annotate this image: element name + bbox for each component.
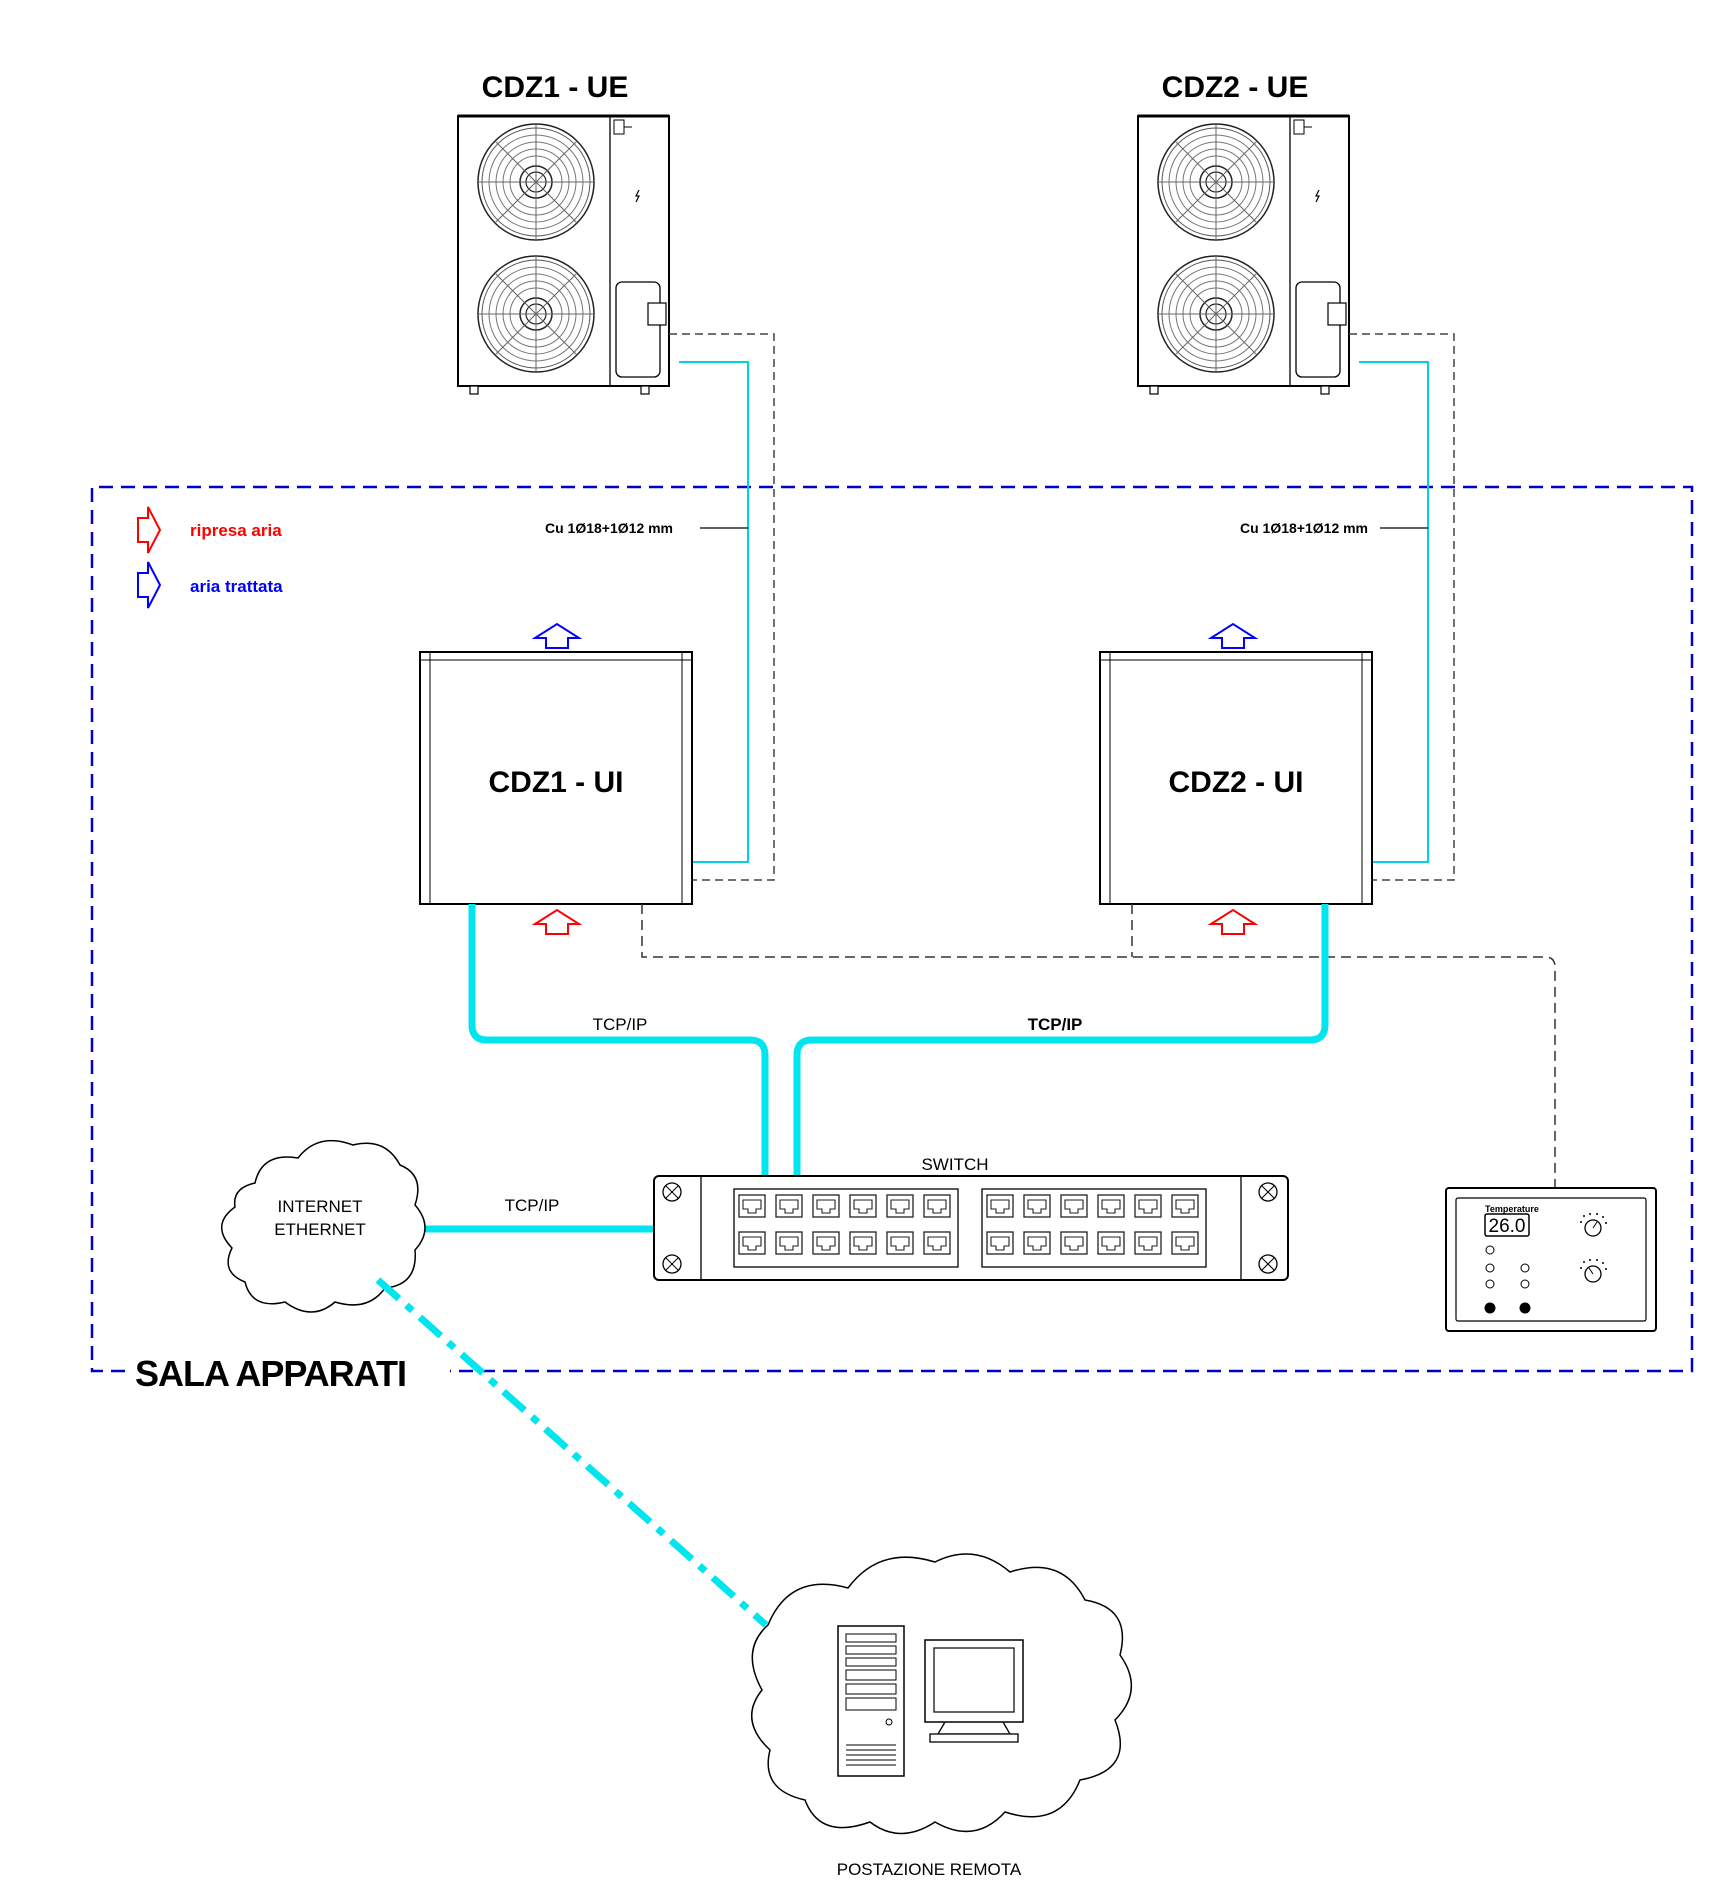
tcpip-label-1: TCP/IP	[593, 1015, 648, 1034]
computer-tower-icon	[837, 1625, 905, 1777]
internet-label-2: ETHERNET	[274, 1220, 366, 1239]
refrigerant-pipes-1: Cu 1Ø18+1Ø12 mm	[545, 333, 775, 881]
return-air-legend-label: ripresa aria	[190, 521, 282, 540]
network-switch	[653, 1175, 1289, 1281]
tcpip-label-2: TCP/IP	[1028, 1015, 1083, 1034]
remote-station-label: POSTAZIONE REMOTA	[837, 1860, 1022, 1879]
room-label: SALA APPARATI	[135, 1353, 406, 1394]
thermostat-caption: Temperature	[1485, 1204, 1539, 1214]
remote-link	[375, 1277, 769, 1628]
indoor-unit-2-return-arrow	[1210, 909, 1256, 935]
outdoor-unit-2-label: CDZ2 - UE	[1162, 71, 1309, 104]
thermostat-display: 26.0	[1489, 1216, 1526, 1237]
thermostat-panel: Temperature 26.0	[1445, 1187, 1657, 1332]
indoor-unit-1: CDZ1 - UI	[419, 651, 693, 905]
switch-screw	[662, 1182, 1278, 1274]
thermostat-knob-1	[1580, 1213, 1607, 1237]
pipe-label-1: Cu 1Ø18+1Ø12 mm	[545, 520, 673, 536]
tcpip-label-3: TCP/IP	[505, 1196, 560, 1215]
indoor-unit-2: CDZ2 - UI	[1099, 651, 1373, 905]
outdoor-unit-1	[457, 114, 670, 395]
monitor-icon	[924, 1639, 1024, 1743]
indoor-unit-2-supply-arrow	[1210, 623, 1256, 649]
thermostat-knob-2	[1580, 1259, 1607, 1283]
indoor-unit-1-label: CDZ1 - UI	[489, 766, 624, 799]
return-air-legend-arrow	[137, 506, 162, 554]
room-boundary	[90, 485, 1694, 1373]
indoor-unit-1-supply-arrow	[534, 623, 580, 649]
outdoor-unit-1-label: CDZ1 - UE	[482, 71, 629, 104]
indoor-unit-2-label: CDZ2 - UI	[1169, 766, 1304, 799]
remote-station-cloud	[750, 1553, 1133, 1835]
switch-label: SWITCH	[921, 1155, 988, 1174]
thermostat-leds	[1484, 1245, 1531, 1314]
refrigerant-pipes-2: Cu 1Ø18+1Ø12 mm	[1240, 333, 1455, 881]
legend: ripresa aria aria trattata	[137, 506, 283, 609]
indoor-unit-1-return-arrow	[534, 909, 580, 935]
treated-air-legend-arrow	[137, 561, 162, 609]
pipe-label-2: Cu 1Ø18+1Ø12 mm	[1240, 520, 1368, 536]
internet-cloud: INTERNET ETHERNET	[221, 1139, 426, 1313]
treated-air-legend-label: aria trattata	[190, 577, 283, 596]
internet-label-1: INTERNET	[278, 1197, 363, 1216]
tcpip-cables	[410, 904, 1329, 1233]
outdoor-unit-2	[1137, 114, 1350, 395]
control-cable	[641, 904, 1556, 1188]
